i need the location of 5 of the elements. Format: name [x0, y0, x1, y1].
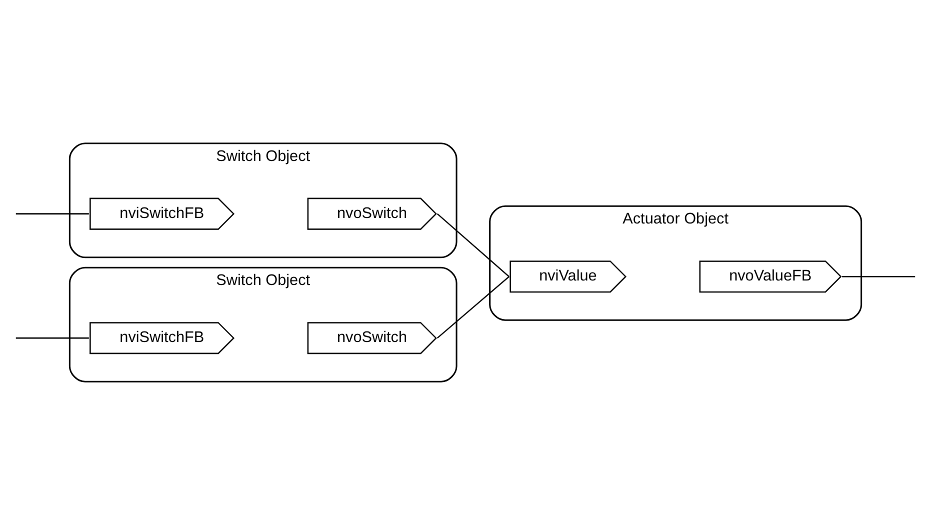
connector [15, 336, 88, 338]
connector [436, 212, 509, 277]
connector [436, 276, 509, 338]
connector [15, 212, 88, 214]
connector [842, 275, 915, 277]
